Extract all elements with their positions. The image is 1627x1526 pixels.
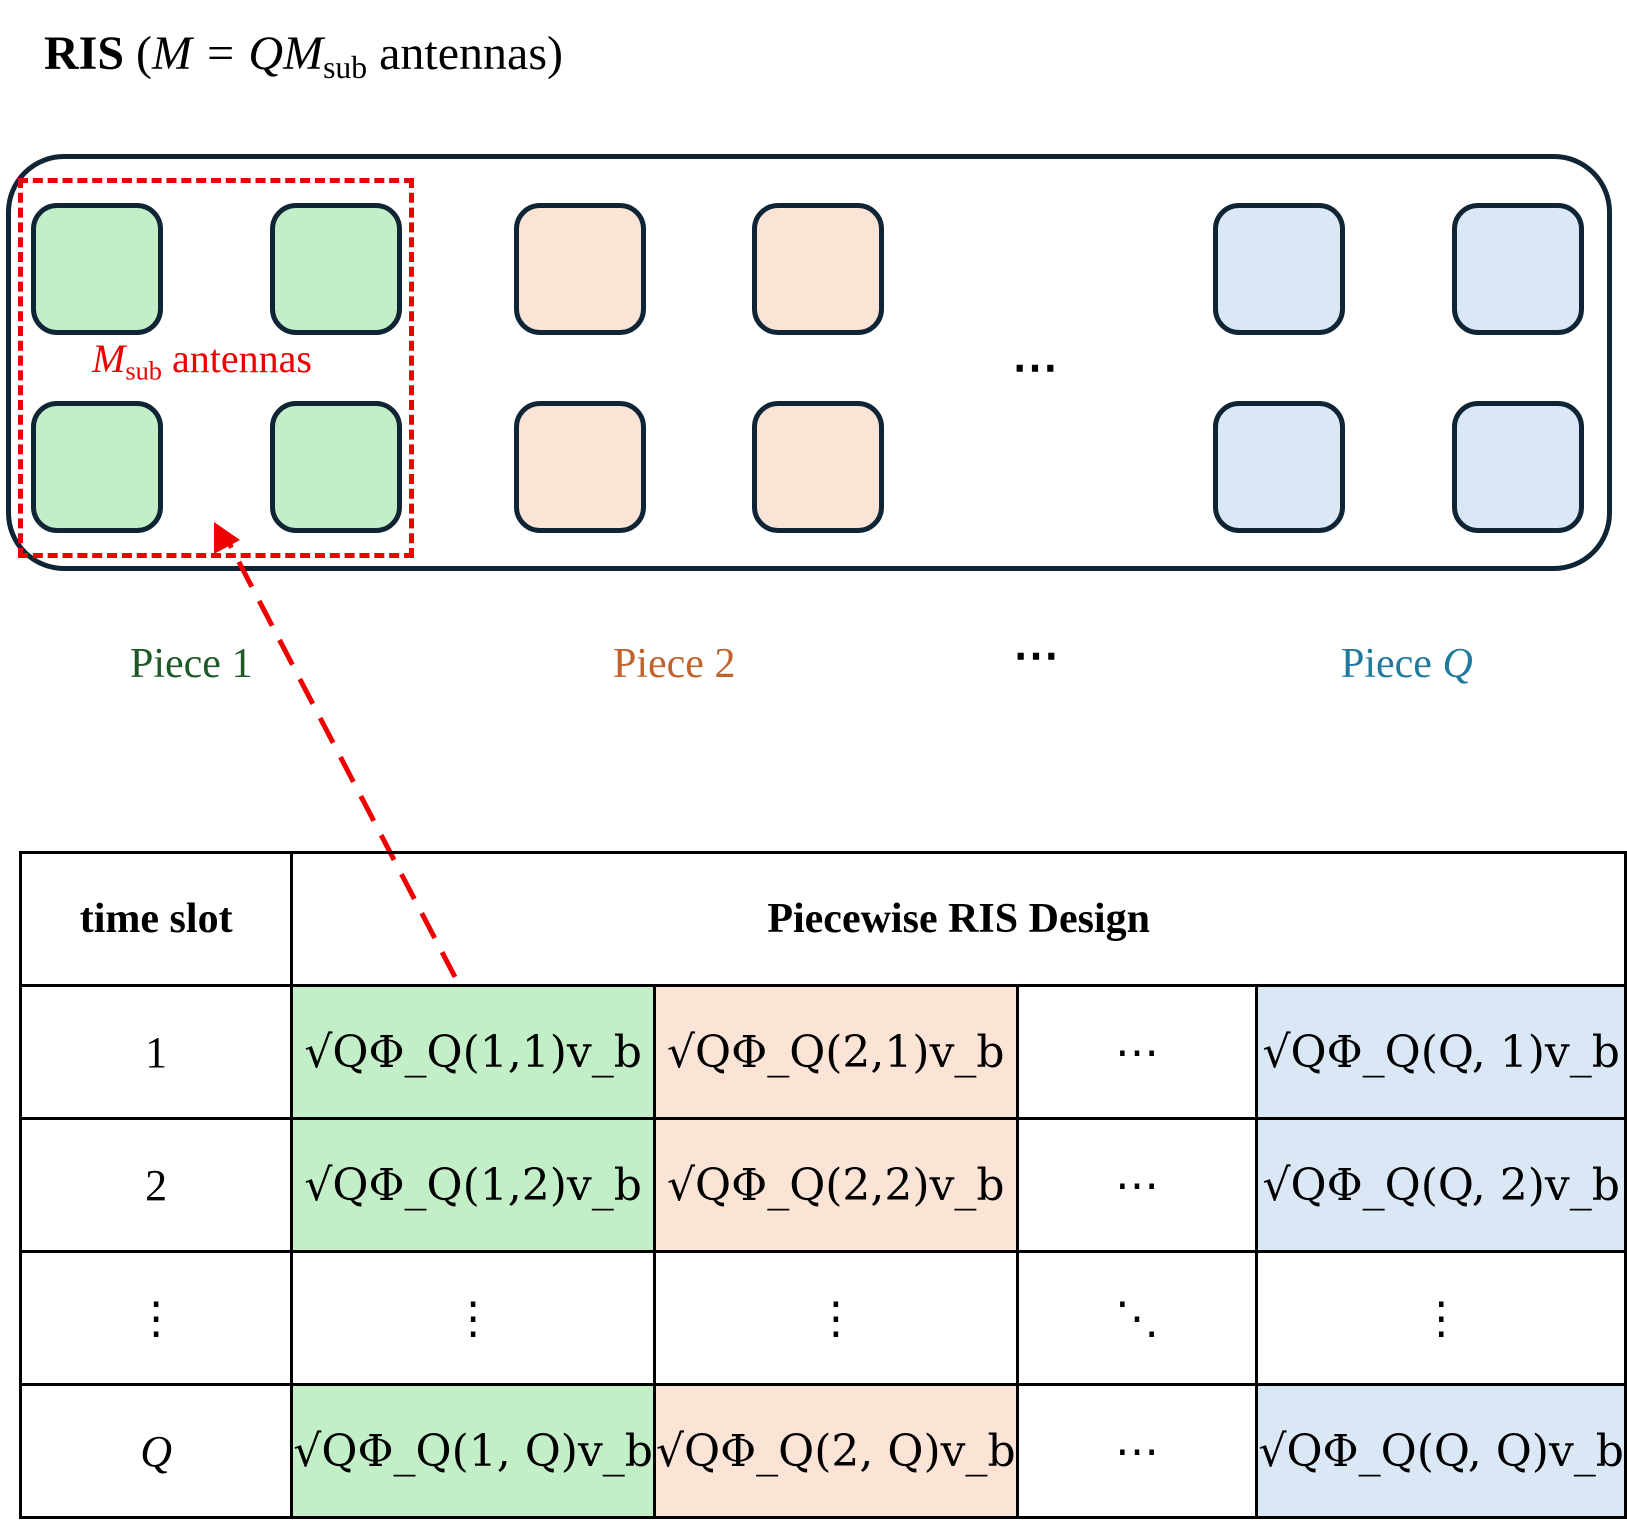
antenna-tile-piece2: [752, 203, 884, 335]
design-cell-piece2: √QΦ_Q(2, Q)v_b: [652, 1383, 1019, 1519]
design-cell-ddots: ⋱: [1015, 1250, 1259, 1386]
design-cell-piece1: √QΦ_Q(1,2)v_b: [290, 1117, 656, 1253]
antenna-tile-piece1: [270, 401, 402, 533]
slot-cell: 1: [18, 984, 294, 1120]
subarray-label: Msub antennas: [92, 335, 312, 386]
panel-ellipsis: ⋯: [1012, 342, 1058, 393]
subarray-label-antennas: antennas: [162, 336, 312, 381]
title-sub: sub: [323, 49, 368, 85]
header-time-slot: time slot: [18, 851, 294, 987]
design-cell-piece1: √QΦ_Q(1,1)v_b: [290, 984, 656, 1120]
title-ris: RIS: [44, 27, 125, 80]
header-piecewise-design: Piecewise RIS Design: [290, 851, 1627, 987]
antenna-tile-piece1: [31, 401, 163, 533]
design-cell-piece2: √QΦ_Q(2,2)v_b: [652, 1117, 1019, 1253]
piece-label-1: Piece 1: [130, 640, 252, 688]
design-cell-pieceQ: √QΦ_Q(Q, 1)v_b: [1255, 984, 1627, 1120]
slot-cell: 2: [18, 1117, 294, 1253]
table-row: ⋮ ⋮ ⋮ ⋱ ⋮: [18, 1250, 1627, 1386]
design-cell-ellipsis: ⋯: [1015, 1117, 1259, 1253]
design-cell-vdots: ⋮: [290, 1250, 656, 1386]
antenna-tile-piece2: [752, 401, 884, 533]
design-cell-piece1: √QΦ_Q(1, Q)v_b: [290, 1383, 656, 1519]
piece-label-1-text: Piece 1: [130, 641, 253, 687]
design-cell-ellipsis: ⋯: [1015, 1383, 1259, 1519]
antenna-tile-piece2: [514, 401, 646, 533]
design-cell-ellipsis: ⋯: [1015, 984, 1259, 1120]
table-row: 1 √QΦ_Q(1,1)v_b √QΦ_Q(2,1)v_b ⋯ √QΦ_Q(Q,…: [18, 984, 1627, 1120]
table-header-row: time slot Piecewise RIS Design: [18, 851, 1627, 987]
design-cell-piece2: √QΦ_Q(2,1)v_b: [652, 984, 1019, 1120]
antenna-tile-piece1: [270, 203, 402, 335]
design-cell-pieceQ: √QΦ_Q(Q, 2)v_b: [1255, 1117, 1627, 1253]
title-open-paren: (: [124, 27, 153, 80]
table-row: 2 √QΦ_Q(1,2)v_b √QΦ_Q(2,2)v_b ⋯ √QΦ_Q(Q,…: [18, 1117, 1627, 1253]
subarray-highlight-box: [18, 178, 414, 558]
slot-cell: Q: [18, 1383, 294, 1519]
title-msub-symbol: M: [283, 27, 324, 80]
title-equals-q: = Q: [192, 27, 284, 80]
table-row: Q √QΦ_Q(1, Q)v_b √QΦ_Q(2, Q)v_b ⋯ √QΦ_Q(…: [18, 1383, 1627, 1519]
ris-panel: [6, 154, 1612, 571]
piece-label-2-text: Piece 2: [613, 641, 736, 687]
piece-label-2: Piece 2: [613, 640, 735, 688]
antenna-tile-pieceQ: [1452, 203, 1584, 335]
subarray-label-m: M: [92, 336, 126, 381]
slot-cell: ⋮: [18, 1250, 294, 1386]
title-m: M: [152, 27, 193, 80]
antenna-tile-piece2: [514, 203, 646, 335]
design-cell-pieceQ: √QΦ_Q(Q, Q)v_b: [1255, 1383, 1627, 1519]
subarray-label-sub: sub: [125, 355, 162, 386]
antenna-tile-piece1: [31, 203, 163, 335]
title-antennas: antennas): [367, 27, 563, 80]
design-cell-vdots: ⋮: [1255, 1250, 1627, 1386]
piece-label-q-text: Piece: [1341, 641, 1443, 687]
antenna-tile-pieceQ: [1213, 203, 1345, 335]
antenna-tile-pieceQ: [1452, 401, 1584, 533]
piece-label-q: Piece Q: [1341, 640, 1473, 688]
antenna-tile-pieceQ: [1213, 401, 1345, 533]
piecewise-design-table: time slot Piecewise RIS Design 1 √QΦ_Q(1…: [18, 851, 1627, 1519]
piece-label-q-italic: Q: [1442, 641, 1473, 687]
piece-ellipsis: ⋯: [1013, 630, 1059, 681]
design-cell-vdots: ⋮: [652, 1250, 1019, 1386]
figure-title: RIS (M = QMsub antennas): [44, 26, 563, 86]
